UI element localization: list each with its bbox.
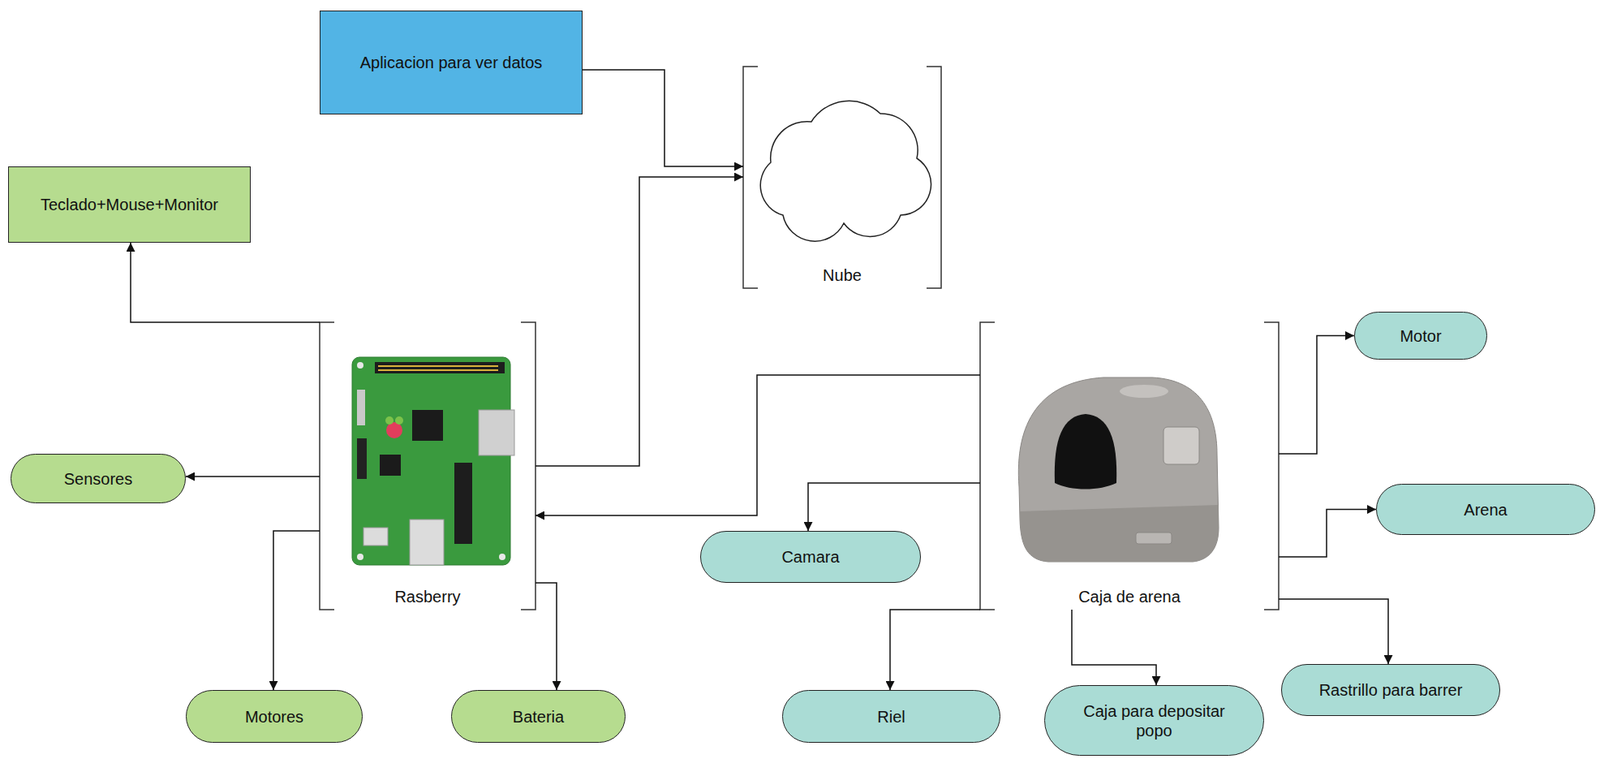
part-pill: Sensores [10,453,186,504]
part-pill: Arena [1376,483,1596,535]
mount-hole [498,553,506,560]
node-label: Sensores [64,468,134,489]
node-label: Motor [1399,326,1441,346]
dispenser [1163,426,1200,465]
drawer-handle [1135,532,1172,544]
connector-arrow [1071,609,1157,685]
node-label: Teclado+Mouse+Monitor [40,194,219,215]
node-label: Nube [820,265,865,285]
connector-arrow [535,582,557,690]
chip [412,409,444,441]
peripheral-box: Teclado+Mouse+Monitor [8,166,251,243]
connector-arrow [582,69,744,167]
node-label: Camara [781,546,839,567]
mount-hole [356,553,364,560]
bracket [1264,322,1279,610]
node-label: Aplicacion para ver datos [360,52,543,73]
app-box: Aplicacion para ver datos [319,10,583,115]
node-label: Bateria [512,706,564,727]
bracket [319,322,335,610]
node-label: Arena [1463,499,1507,520]
node-label: Motores [245,706,304,727]
cloud-group: Nube [743,66,942,289]
node-label: Riel [877,706,905,727]
part-pill: Rastrillo para barrer [1281,663,1501,716]
connector-arrow [185,475,320,478]
part-pill: Bateria [451,689,626,743]
node-label: Rastrillo para barrer [1319,679,1463,700]
gpio-header [374,361,505,374]
logo-leaf [395,416,404,425]
connector-arrow [130,242,320,323]
part-pill: Motores [185,689,363,743]
connector-arrow [1278,598,1389,664]
node-label: Rasberry [391,586,463,607]
logo-leaf [385,416,394,425]
connector-arrow [808,482,981,531]
highlight [1119,384,1169,398]
litter-box-base [1019,504,1219,562]
connector-arrow [535,374,981,516]
litter-box-group: Caja de arena [980,322,1279,610]
mount-hole [356,361,364,369]
hdmi-port [409,519,444,565]
cloud-symbol [760,100,931,241]
bracket [980,322,995,610]
part-pill: Motor [1354,311,1488,360]
ethernet-port [478,409,515,456]
bracket [743,66,758,289]
board [352,356,511,565]
logo [386,421,403,439]
connector-arrow [1278,335,1355,455]
chip [379,454,401,476]
connector-arrow [535,176,744,466]
power-port [363,527,388,546]
display-connector [356,438,367,479]
litter-box-hood [1018,377,1219,562]
part-pill: Riel [782,689,1001,743]
connector [356,389,366,426]
connector-arrow [1278,509,1377,558]
litter-box-opening [1054,413,1117,490]
camera-connector [454,462,473,544]
part-pill: Camara [700,530,921,583]
gpio-pins [378,365,499,371]
litter-box-picture [1018,377,1219,562]
bracket [520,322,536,610]
node-label: Caja de arena [1075,586,1183,607]
board-group: Rasberry [319,322,536,610]
bracket-group [319,66,1279,610]
connector-arrow [890,609,981,690]
raspberry-board [352,356,515,565]
part-pill: Caja para depositar popo [1044,684,1265,756]
connector-arrow [273,530,320,690]
node-label: Caja para depositar popo [1069,701,1239,740]
